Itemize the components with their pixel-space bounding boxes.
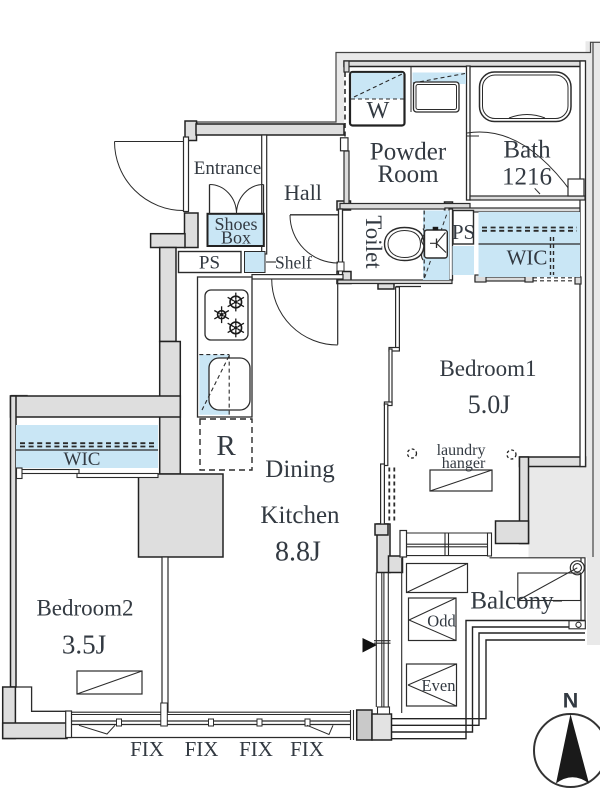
svg-text:laundry: laundry — [437, 442, 486, 459]
svg-text:Odd: Odd — [427, 612, 456, 631]
svg-text:Shoes: Shoes — [214, 214, 257, 234]
svg-text:FIX: FIX — [290, 737, 324, 761]
svg-text:FIX: FIX — [130, 737, 164, 761]
svg-text:5.0J: 5.0J — [468, 390, 511, 419]
svg-text:1216: 1216 — [502, 164, 552, 191]
svg-text:Room: Room — [377, 161, 439, 188]
svg-text:Even: Even — [422, 676, 456, 695]
svg-text:PS: PS — [199, 253, 220, 274]
svg-text:3.5J: 3.5J — [62, 630, 106, 660]
svg-text:Kitchen: Kitchen — [260, 502, 340, 529]
svg-text:R: R — [216, 430, 236, 462]
svg-text:Entrance: Entrance — [194, 158, 262, 179]
svg-text:N: N — [563, 689, 579, 713]
svg-text:Hall: Hall — [284, 180, 322, 205]
svg-text:Shelf: Shelf — [275, 253, 312, 273]
svg-text:FIX: FIX — [185, 737, 219, 761]
svg-text:Bedroom1: Bedroom1 — [439, 356, 536, 381]
svg-text:Toilet: Toilet — [361, 215, 386, 269]
svg-text:W: W — [367, 98, 390, 124]
svg-text:Box: Box — [221, 228, 251, 248]
svg-text:PS: PS — [452, 220, 475, 244]
svg-text:WIC: WIC — [64, 449, 101, 470]
svg-text:Bedroom2: Bedroom2 — [36, 596, 133, 621]
svg-text:hanger: hanger — [442, 455, 486, 472]
svg-text:8.8J: 8.8J — [275, 537, 321, 568]
svg-text:FIX: FIX — [239, 737, 273, 761]
svg-text:Powder: Powder — [370, 139, 447, 166]
svg-text:Bath: Bath — [503, 137, 551, 164]
svg-text:Balcony: Balcony — [470, 588, 554, 615]
svg-text:WIC: WIC — [507, 246, 548, 270]
svg-text:Dining: Dining — [265, 456, 335, 483]
